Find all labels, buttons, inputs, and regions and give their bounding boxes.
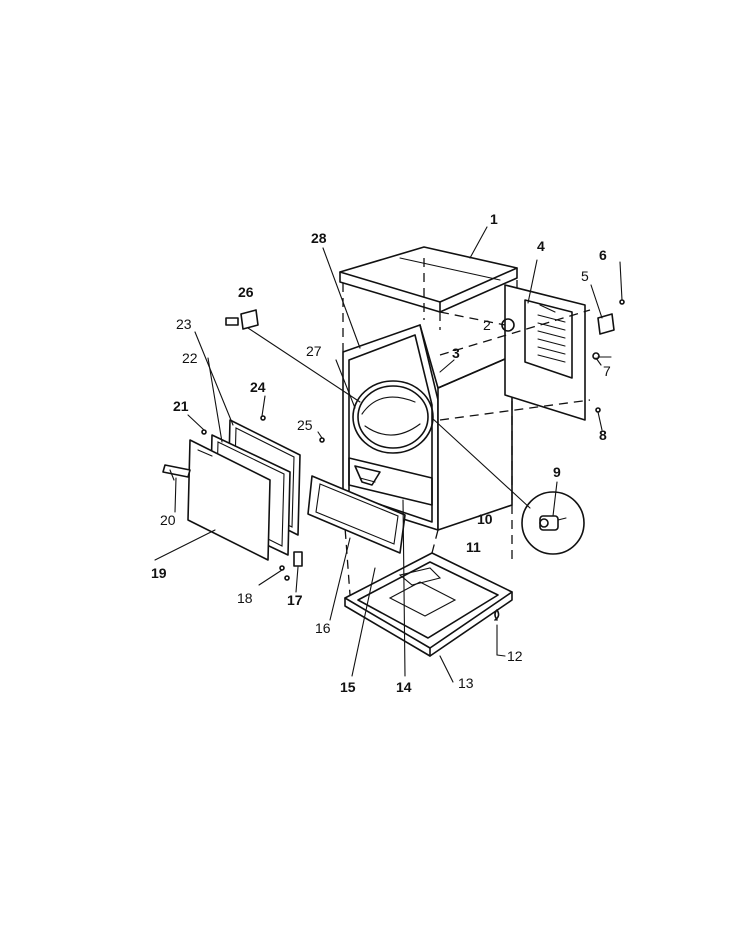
callout-17: 17: [287, 592, 303, 608]
callout-28: 28: [311, 230, 327, 246]
callout-11: 11: [466, 539, 481, 555]
part-9-inset: [431, 417, 585, 555]
callout-16: 16: [315, 620, 331, 636]
back-panel: [439, 284, 591, 421]
callout-25: 25: [297, 417, 313, 433]
leader-lines: [154, 226, 623, 683]
callout-7: 7: [603, 363, 611, 379]
door-assembly: [162, 415, 325, 581]
callout-4: 4: [537, 238, 545, 254]
callout-13: 13: [458, 675, 474, 691]
callout-27: 27: [306, 343, 322, 359]
callout-23: 23: [176, 316, 192, 332]
callout-24: 24: [250, 379, 266, 395]
lamp-socket: [225, 309, 361, 403]
callout-12: 12: [507, 648, 523, 664]
callout-26: 26: [238, 284, 254, 300]
callout-10: 10: [477, 511, 493, 527]
callout-14: 14: [396, 679, 412, 695]
callout-2: 2: [483, 317, 491, 333]
callout-9: 9: [553, 464, 561, 480]
callout-3: 3: [452, 345, 460, 361]
callout-6: 6: [599, 247, 607, 263]
callout-19: 19: [151, 565, 167, 581]
cabinet-body: [342, 258, 518, 531]
callout-15: 15: [340, 679, 356, 695]
callout-5: 5: [581, 268, 589, 284]
top-panel: [339, 246, 518, 313]
callout-labels: 1 2 3 4 5 6 7 8 9 10 11 12 13 14 15 16 1…: [151, 211, 611, 695]
callout-21: 21: [173, 398, 189, 414]
callout-8: 8: [599, 427, 607, 443]
callout-20: 20: [160, 512, 176, 528]
back-small-parts: [592, 299, 625, 413]
callout-22: 22: [182, 350, 198, 366]
toe-panel: [307, 475, 406, 554]
callout-18: 18: [237, 590, 253, 606]
callout-1: 1: [490, 211, 498, 227]
